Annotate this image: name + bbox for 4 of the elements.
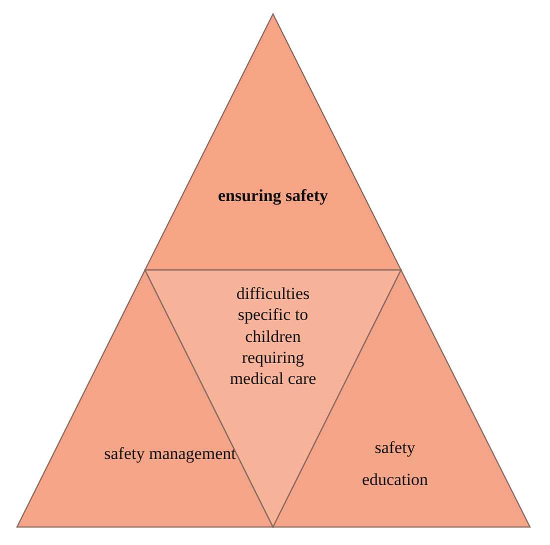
triangle-label: difficulties specific to children requiring medical care (228, 283, 318, 390)
triangle-label: ensuring safety (216, 185, 330, 207)
triangle-label: safety education (360, 437, 430, 492)
triangle-label: safety management (103, 443, 237, 465)
